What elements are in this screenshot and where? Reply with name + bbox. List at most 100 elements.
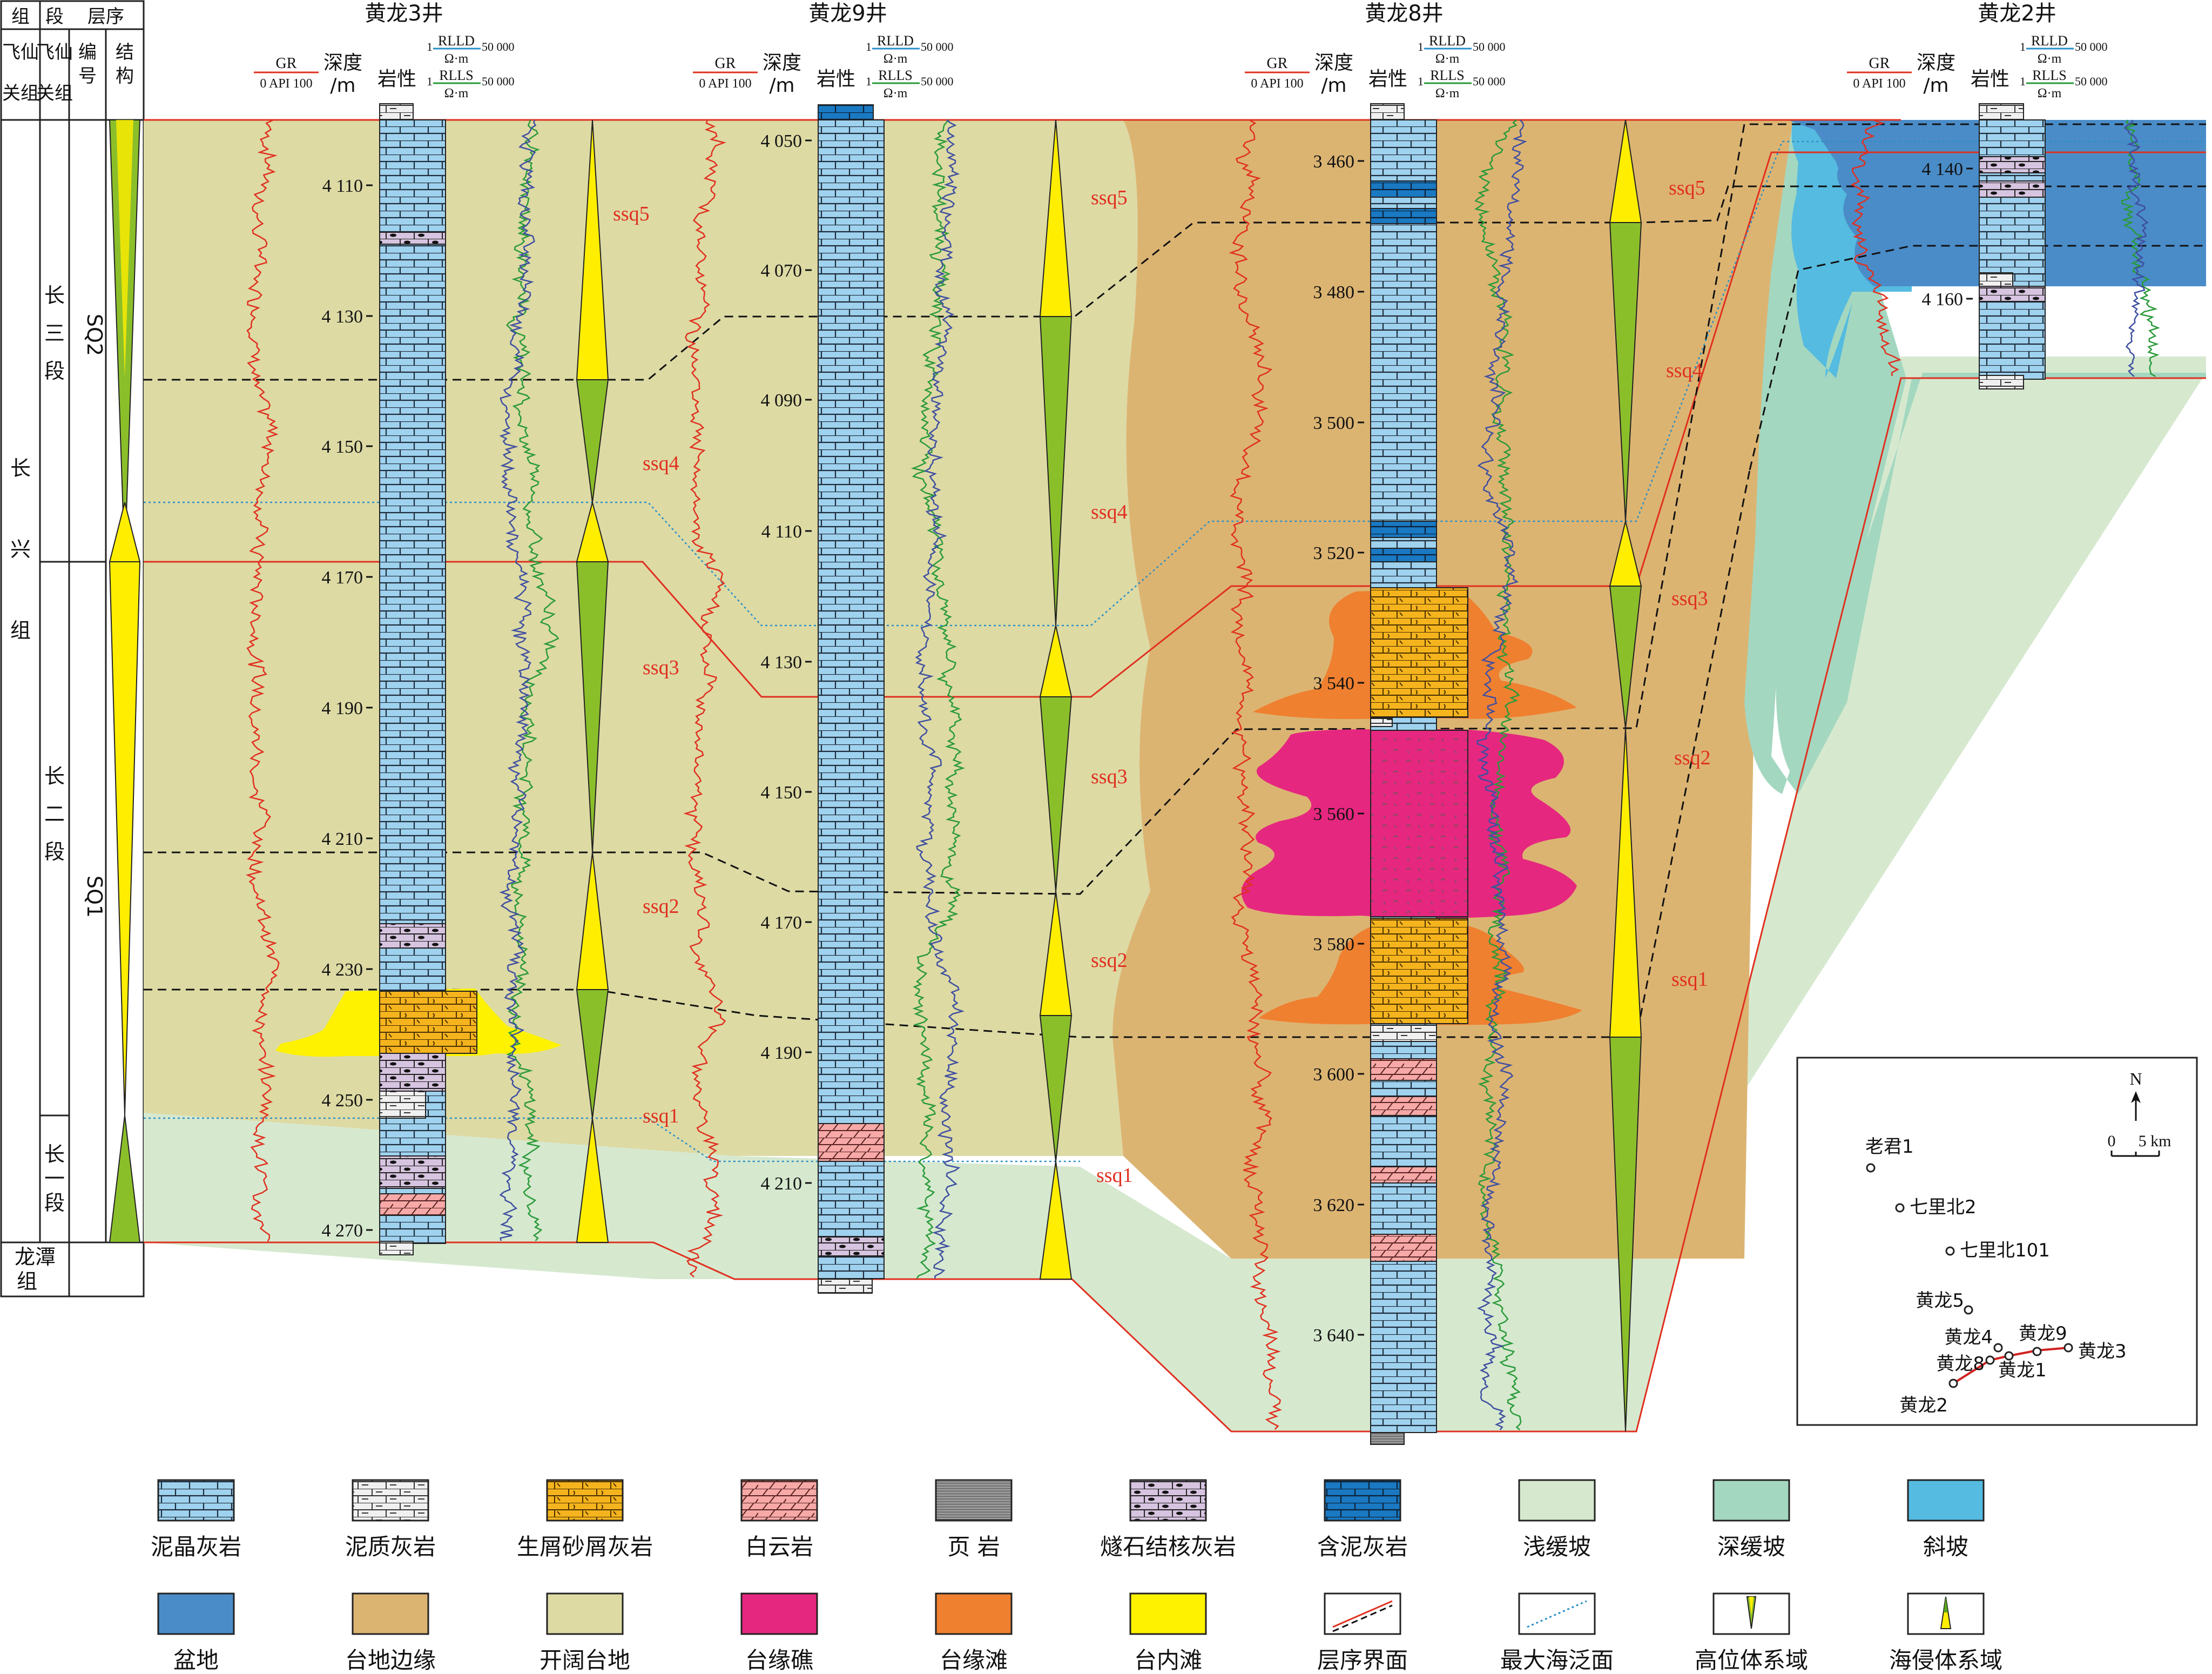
map-well-label: 黄龙3: [2078, 1341, 2127, 1362]
depth-header: 深度: [1917, 52, 1955, 74]
ssq2-label-w8: ssq2: [1674, 747, 1711, 769]
rlld-label: RLLD: [1429, 33, 1466, 49]
member2-char-3: 段: [44, 840, 65, 864]
legend-label: 燧石结核灰岩: [1100, 1534, 1236, 1560]
legend-swatch: [1712, 1479, 1790, 1522]
res-unit-2: Ω·m: [884, 86, 908, 100]
depth-unit: /m: [330, 75, 355, 97]
member3-char-3: 段: [44, 359, 65, 383]
legend-label: 斜坡: [1923, 1534, 1968, 1560]
ssq1-label-w9: ssq1: [1096, 1164, 1133, 1187]
res-min-1: 1: [2020, 40, 2026, 53]
gr-range: 0 API 100: [1853, 77, 1905, 91]
legend-label: 开阔台地: [539, 1647, 630, 1673]
gr-label: GR: [1869, 55, 1890, 72]
depth-tick-label: 3 460: [1313, 152, 1355, 172]
res-max-2: 50 000: [482, 75, 515, 88]
legend-label: 白云岩: [745, 1534, 813, 1560]
depth-tick-label: 3 520: [1313, 543, 1355, 563]
map-well-label: 黄龙8: [1936, 1353, 1985, 1375]
formation-char-2: 兴: [10, 537, 31, 561]
gr-range: 0 API 100: [699, 77, 751, 91]
depth-tick-label: 4 070: [761, 261, 802, 281]
sq2-structure: [109, 119, 141, 562]
res-unit-1: Ω·m: [1435, 52, 1460, 66]
member1-char-1: 长: [44, 1142, 65, 1166]
tract-triangle: [1609, 586, 1642, 729]
res-min-2: 1: [2020, 75, 2026, 88]
ssq2-label-w3: ssq2: [643, 895, 679, 918]
depth-tick-label: 3 480: [1313, 283, 1355, 302]
depth-tick-label: 4 250: [322, 1091, 363, 1111]
sq1-label: SQ1: [83, 876, 106, 918]
res-max-2: 50 000: [1473, 75, 1506, 88]
legend-label: 浅缓坡: [1523, 1534, 1591, 1560]
stratigraphic-column: 组 段 层序 飞仙 关组 飞仙 关组 编 号 结 构 长 兴 组 长 三 段 长…: [0, 0, 145, 1297]
rlls-label: RLLS: [439, 68, 474, 83]
depth-tick-label: 4 140: [1922, 159, 1964, 179]
map-well-marker: [2063, 1343, 2073, 1353]
tract-triangle: [1039, 316, 1073, 626]
head-member: 段: [45, 6, 64, 28]
depth-tick-label: 4 110: [761, 522, 802, 542]
tract-triangle: [1039, 1015, 1073, 1162]
member2-char-2: 二: [44, 802, 65, 826]
depth-tick-label: 3 640: [1313, 1326, 1355, 1346]
depth-tick-label: 4 270: [322, 1221, 363, 1241]
rlls-label: RLLS: [2032, 68, 2067, 83]
ssq4-label-w3: ssq4: [643, 452, 679, 475]
depth-header: 深度: [323, 52, 362, 74]
depth-tick-label: 4 210: [761, 1174, 802, 1194]
legend-swatch: [935, 1479, 1013, 1522]
gr-range: 0 API 100: [260, 77, 312, 91]
ssq1-label-w3: ssq1: [643, 1105, 679, 1127]
res-min-2: 1: [866, 75, 872, 88]
ssq3-label-w8: ssq3: [1671, 587, 1708, 610]
gr-label: GR: [715, 55, 736, 72]
map-well-label: 七里北101: [1960, 1240, 2050, 1261]
well-title: 黄龙2井: [1978, 1, 2056, 26]
map-well-label: 黄龙5: [1916, 1290, 1964, 1312]
map-well-marker: [1993, 1343, 2003, 1353]
sequence-labels: ssq5 ssq4 ssq3 ssq2 ssq1 ssq5 ssq4 ssq3 …: [613, 177, 1711, 1187]
well-title: 黄龙3井: [365, 1, 443, 26]
legend-label: 深缓坡: [1717, 1534, 1785, 1560]
legend-label: 泥晶灰岩: [151, 1534, 241, 1560]
depth-tick-label: 4 110: [322, 176, 363, 196]
member1-char-2: 一: [44, 1167, 65, 1191]
ssq5-label-w8: ssq5: [1669, 177, 1705, 199]
map-well-label: 黄龙1: [1998, 1360, 2047, 1381]
depth-tick-label: 3 560: [1313, 804, 1355, 824]
head-group: 组: [11, 6, 30, 28]
legend: 泥晶灰岩泥质灰岩生屑砂屑灰岩白云岩页 岩燧石结核灰岩含泥灰岩浅缓坡深缓坡斜坡盆地…: [151, 1479, 2002, 1673]
res-max-1: 50 000: [482, 40, 515, 53]
res-unit-2: Ω·m: [1435, 86, 1460, 100]
depth-tick-label: 4 170: [761, 913, 802, 933]
legend-swatch: [740, 1479, 818, 1522]
res-unit-2: Ω·m: [444, 86, 469, 100]
lith-header: 岩性: [1368, 68, 1407, 90]
legend-swatch: [1518, 1479, 1596, 1522]
well-title: 黄龙8井: [1365, 1, 1443, 26]
map-well-marker: [1948, 1379, 1958, 1388]
longtan-2: 组: [17, 1269, 37, 1293]
legend-label: 海侵体系域: [1889, 1647, 2002, 1673]
res-min-1: 1: [427, 40, 433, 53]
legend-label: 盆地: [173, 1647, 219, 1673]
rlls-label: RLLS: [878, 68, 913, 83]
formation-char-1: 长: [10, 456, 31, 480]
legend-label: 最大海泛面: [1500, 1647, 1614, 1673]
depth-tick-label: 4 190: [322, 698, 363, 718]
member3-char-1: 长: [44, 284, 65, 307]
legend-swatch: [157, 1592, 235, 1635]
depth-tick-label: 4 130: [322, 307, 363, 327]
map-well-label: 黄龙4: [1944, 1327, 1993, 1348]
legend-swatch: [740, 1592, 818, 1635]
member2-char-1: 长: [44, 764, 65, 788]
head-number-2: 号: [78, 65, 97, 87]
tract-triangle: [1039, 1161, 1073, 1280]
head-structure-1: 结: [116, 42, 134, 63]
res-min-2: 1: [427, 75, 433, 88]
depth-tick-label: 4 210: [322, 829, 363, 849]
